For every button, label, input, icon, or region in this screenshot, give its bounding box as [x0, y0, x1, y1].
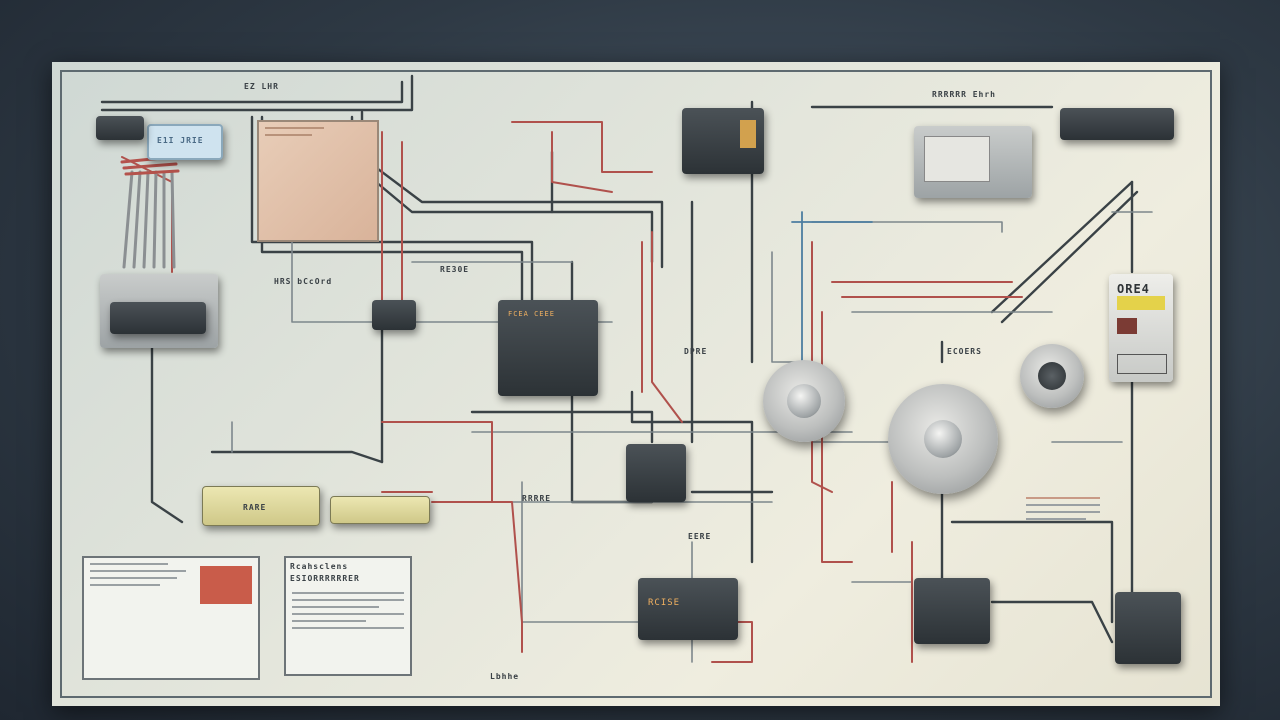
spec-sheet: [82, 556, 260, 680]
dial-center-hub: [924, 420, 962, 458]
fuse-label: RARE: [243, 503, 267, 512]
control-panel: [110, 302, 206, 334]
doc-heading-2: ESIORRRRRRER: [290, 574, 360, 583]
terminal-strip: [1060, 108, 1174, 140]
meter-label: ORE4: [1117, 282, 1150, 296]
relay-connector: [372, 300, 416, 330]
map-panel: [257, 120, 379, 242]
label-device-a: HRS bCcOrd: [274, 277, 333, 286]
label-center-code: RE30E: [440, 265, 470, 274]
dial-right-hub: [1038, 362, 1066, 390]
connector-block: [96, 116, 144, 140]
meter-unit: ORE4: [1109, 274, 1173, 382]
ribbon-cable: [122, 170, 176, 269]
bottom-module: RCISE: [638, 578, 738, 640]
fuse-block-b: [330, 496, 430, 524]
control-box: [100, 274, 218, 348]
doc-heading-1: Rcahsclens: [290, 562, 349, 571]
center-controller: FCEA CEEE: [498, 300, 598, 396]
bottom-right-module: [914, 578, 990, 644]
wiring-diagram-board: E1I JRIE EZ LHR RRRRRR Ehrh HRS bCcOrd R…: [52, 62, 1220, 706]
dial-left: [763, 360, 845, 442]
controller-label: FCEA CEEE: [508, 310, 555, 318]
fuse-block-a: RARE: [202, 486, 320, 526]
red-wires: [121, 121, 1023, 663]
notes-sheet: Rcahsclens ESIORRRRRRER: [284, 556, 412, 676]
label-tag-3: RRRRE: [522, 494, 552, 503]
label-top-left: EZ LHR: [244, 82, 279, 91]
dial-left-hub: [787, 384, 821, 418]
label-top-right: RRRRRR Ehrh: [932, 90, 996, 99]
bottom-module-label: RCISE: [648, 598, 681, 608]
blue-wires: [791, 211, 873, 363]
notes-right: [1020, 492, 1106, 525]
display-readout: E1I JRIE: [157, 136, 204, 145]
relay-unit: [626, 444, 686, 502]
label-tag-2: ECOERS: [947, 347, 982, 356]
junction-box: [914, 126, 1032, 198]
label-small-module: EERE: [688, 532, 712, 541]
dial-right: [1020, 344, 1084, 408]
label-tag-1: DPRE: [684, 347, 708, 356]
top-module: [682, 108, 764, 174]
dial-center: [888, 384, 998, 494]
grey-wires: [231, 191, 1153, 663]
bottom-right-controller: [1115, 592, 1181, 664]
label-footer: Lbhhe: [490, 672, 520, 681]
lcd-display: E1I JRIE: [147, 124, 223, 160]
